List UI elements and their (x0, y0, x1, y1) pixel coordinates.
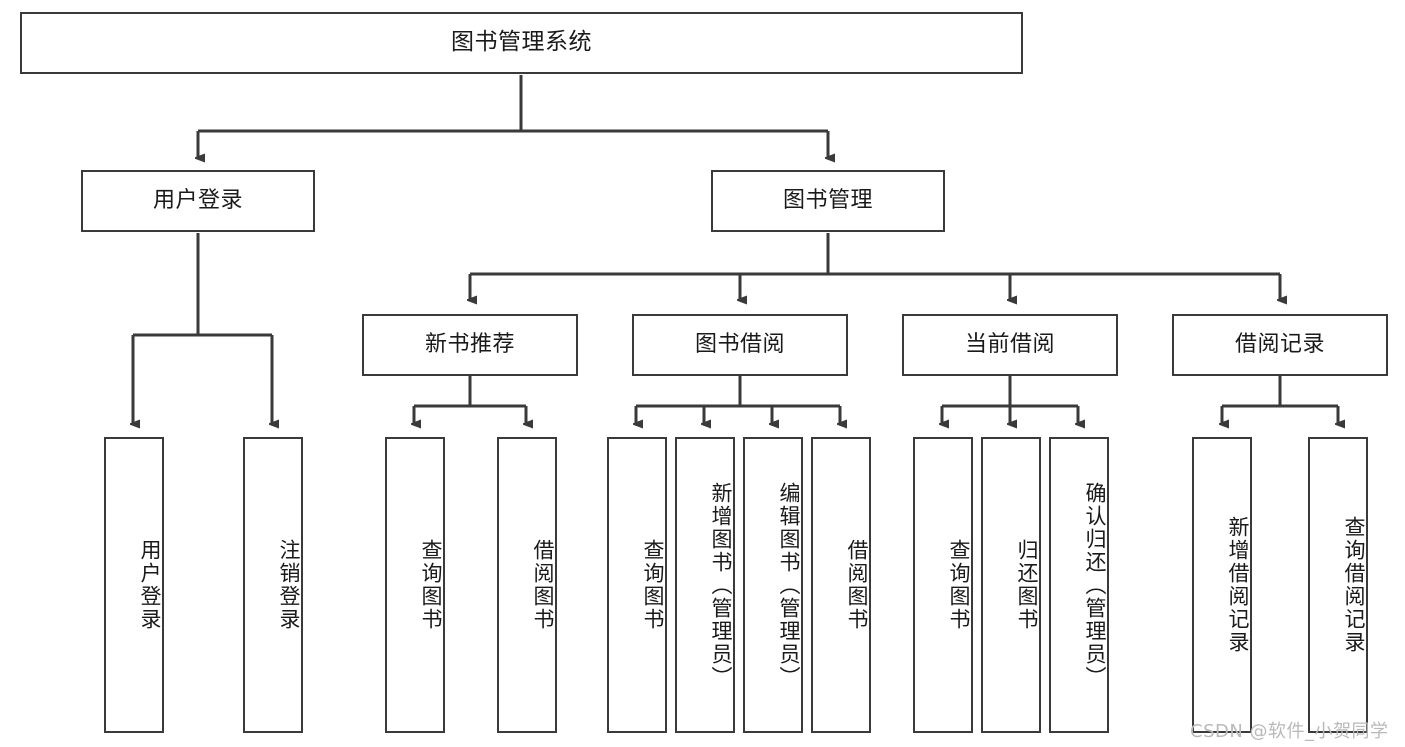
node-label: 图书管理 (782, 187, 873, 213)
leaf-borrow-add-book-admin[interactable]: 新增图书（管理员） (675, 437, 735, 733)
node-label: 确认归还（管理员） (1083, 481, 1107, 689)
leaf-borrow-edit-book-admin[interactable]: 编辑图书（管理员） (743, 437, 803, 733)
node-label: 用户登录 (138, 539, 162, 631)
node-label: 新书推荐 (424, 331, 515, 357)
leaf-current-return-book[interactable]: 归还图书 (981, 437, 1041, 733)
node-label: 查询借阅记录 (1342, 516, 1366, 654)
node-label: 借阅图书 (531, 539, 555, 631)
node-label: 用户登录 (152, 187, 243, 213)
node-label: 新增借阅记录 (1226, 516, 1250, 654)
node-label: 借阅图书 (845, 539, 869, 631)
node-book-management[interactable]: 图书管理 (711, 170, 945, 232)
node-label: 注销登录 (277, 539, 301, 631)
leaf-current-query-book[interactable]: 查询图书 (913, 437, 973, 733)
node-label: 查询图书 (947, 539, 971, 631)
leaf-record-add-record[interactable]: 新增借阅记录 (1192, 437, 1252, 733)
node-label: 编辑图书（管理员） (777, 481, 801, 689)
node-book-borrow[interactable]: 图书借阅 (632, 314, 848, 376)
node-new-book-recommend[interactable]: 新书推荐 (362, 314, 578, 376)
leaf-user-login-login[interactable]: 用户登录 (104, 437, 164, 733)
node-label: 借阅记录 (1234, 331, 1325, 357)
node-current-borrow[interactable]: 当前借阅 (902, 314, 1118, 376)
node-label: 查询图书 (641, 539, 665, 631)
node-label: 查询图书 (419, 539, 443, 631)
node-user-login[interactable]: 用户登录 (81, 170, 315, 232)
watermark: CSDN @软件_小贺同学 (1190, 721, 1389, 742)
leaf-recommend-query-book[interactable]: 查询图书 (385, 437, 445, 733)
node-label: 图书管理系统 (451, 29, 592, 56)
leaf-user-login-logout[interactable]: 注销登录 (243, 437, 303, 733)
leaf-borrow-query-book[interactable]: 查询图书 (607, 437, 667, 733)
node-label: 图书借阅 (694, 331, 785, 357)
leaf-record-query-record[interactable]: 查询借阅记录 (1308, 437, 1368, 733)
leaf-borrow-borrow-book[interactable]: 借阅图书 (811, 437, 871, 733)
node-label: 当前借阅 (964, 331, 1055, 357)
node-label: 归还图书 (1015, 539, 1039, 631)
leaf-current-confirm-return-admin[interactable]: 确认归还（管理员） (1049, 437, 1109, 733)
node-borrow-record[interactable]: 借阅记录 (1172, 314, 1388, 376)
node-label: 新增图书（管理员） (709, 481, 733, 689)
node-root-system[interactable]: 图书管理系统 (20, 12, 1023, 74)
leaf-recommend-borrow-book[interactable]: 借阅图书 (497, 437, 557, 733)
